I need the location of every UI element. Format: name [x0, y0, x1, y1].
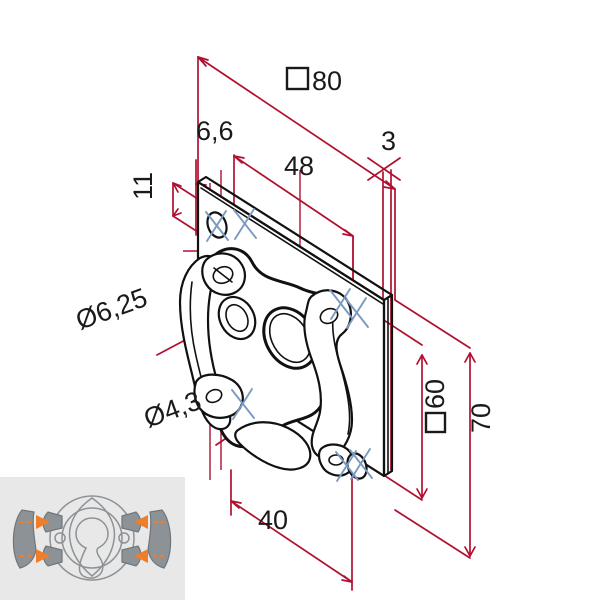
square-symbol-icon — [285, 66, 310, 91]
inset-arrow-top-right-icon — [134, 515, 164, 529]
centerline-cross-right — [345, 297, 369, 329]
inset-clamp-right-tab-bottom — [121, 545, 142, 567]
inset-rosette — [68, 497, 116, 577]
inset-keyhole-icon — [75, 517, 109, 579]
dim-70-leaders — [394, 299, 476, 559]
dim-label-bore-diameter: Ø6,25 — [72, 282, 151, 335]
dim-label-hole-offset-top: 6,6 — [196, 116, 234, 146]
centerline-cross-top-left — [205, 210, 229, 242]
detail-thumbnail-inset — [0, 477, 185, 600]
inset-arrow-top-left-icon — [20, 515, 50, 529]
dim-value-80: 80 — [312, 66, 342, 96]
centerline-cross-top-right — [233, 208, 257, 240]
dim-label-screw-hole-diameter: Ø4,3 — [140, 385, 205, 433]
inset-clamp-right — [147, 509, 172, 569]
dim-label-plate-width-40: 40 — [258, 505, 288, 535]
inset-arrow-bottom-right-icon — [134, 549, 164, 563]
dim-label-plate-width: 80 — [285, 66, 342, 96]
centerline-cross-bottom-far-right — [349, 448, 373, 480]
dim-label-plate-height-60: 60 — [420, 379, 450, 434]
inset-arrow-bottom-left-icon — [20, 549, 50, 563]
centerline-cross-bottom-left — [231, 388, 255, 420]
inset-screw-hole-left — [54, 532, 66, 544]
dim-label-plate-height-70: 70 — [466, 403, 496, 433]
inset-clamp-left — [12, 509, 37, 569]
dim-label-plate-thickness: 3 — [381, 126, 396, 156]
inset-clamp-right-tab-top — [121, 511, 142, 533]
centerline-crosses-group — [205, 208, 373, 482]
dim-value-60: 60 — [420, 379, 450, 409]
centerline-cross-mid-right — [329, 288, 353, 320]
inset-screw-hole-right — [118, 532, 130, 544]
dim-label-48: 48 — [284, 151, 314, 181]
inset-clamp-left-tab-bottom — [42, 545, 63, 567]
inset-clamp-left-tab-top — [42, 511, 63, 533]
inset-cylinder-outer — [49, 495, 135, 581]
square-symbol-icon-60 — [424, 411, 447, 434]
dim-label-11: 11 — [128, 172, 158, 200]
lock-mechanism — [178, 211, 368, 480]
inset-cylinder-mid — [61, 507, 123, 569]
